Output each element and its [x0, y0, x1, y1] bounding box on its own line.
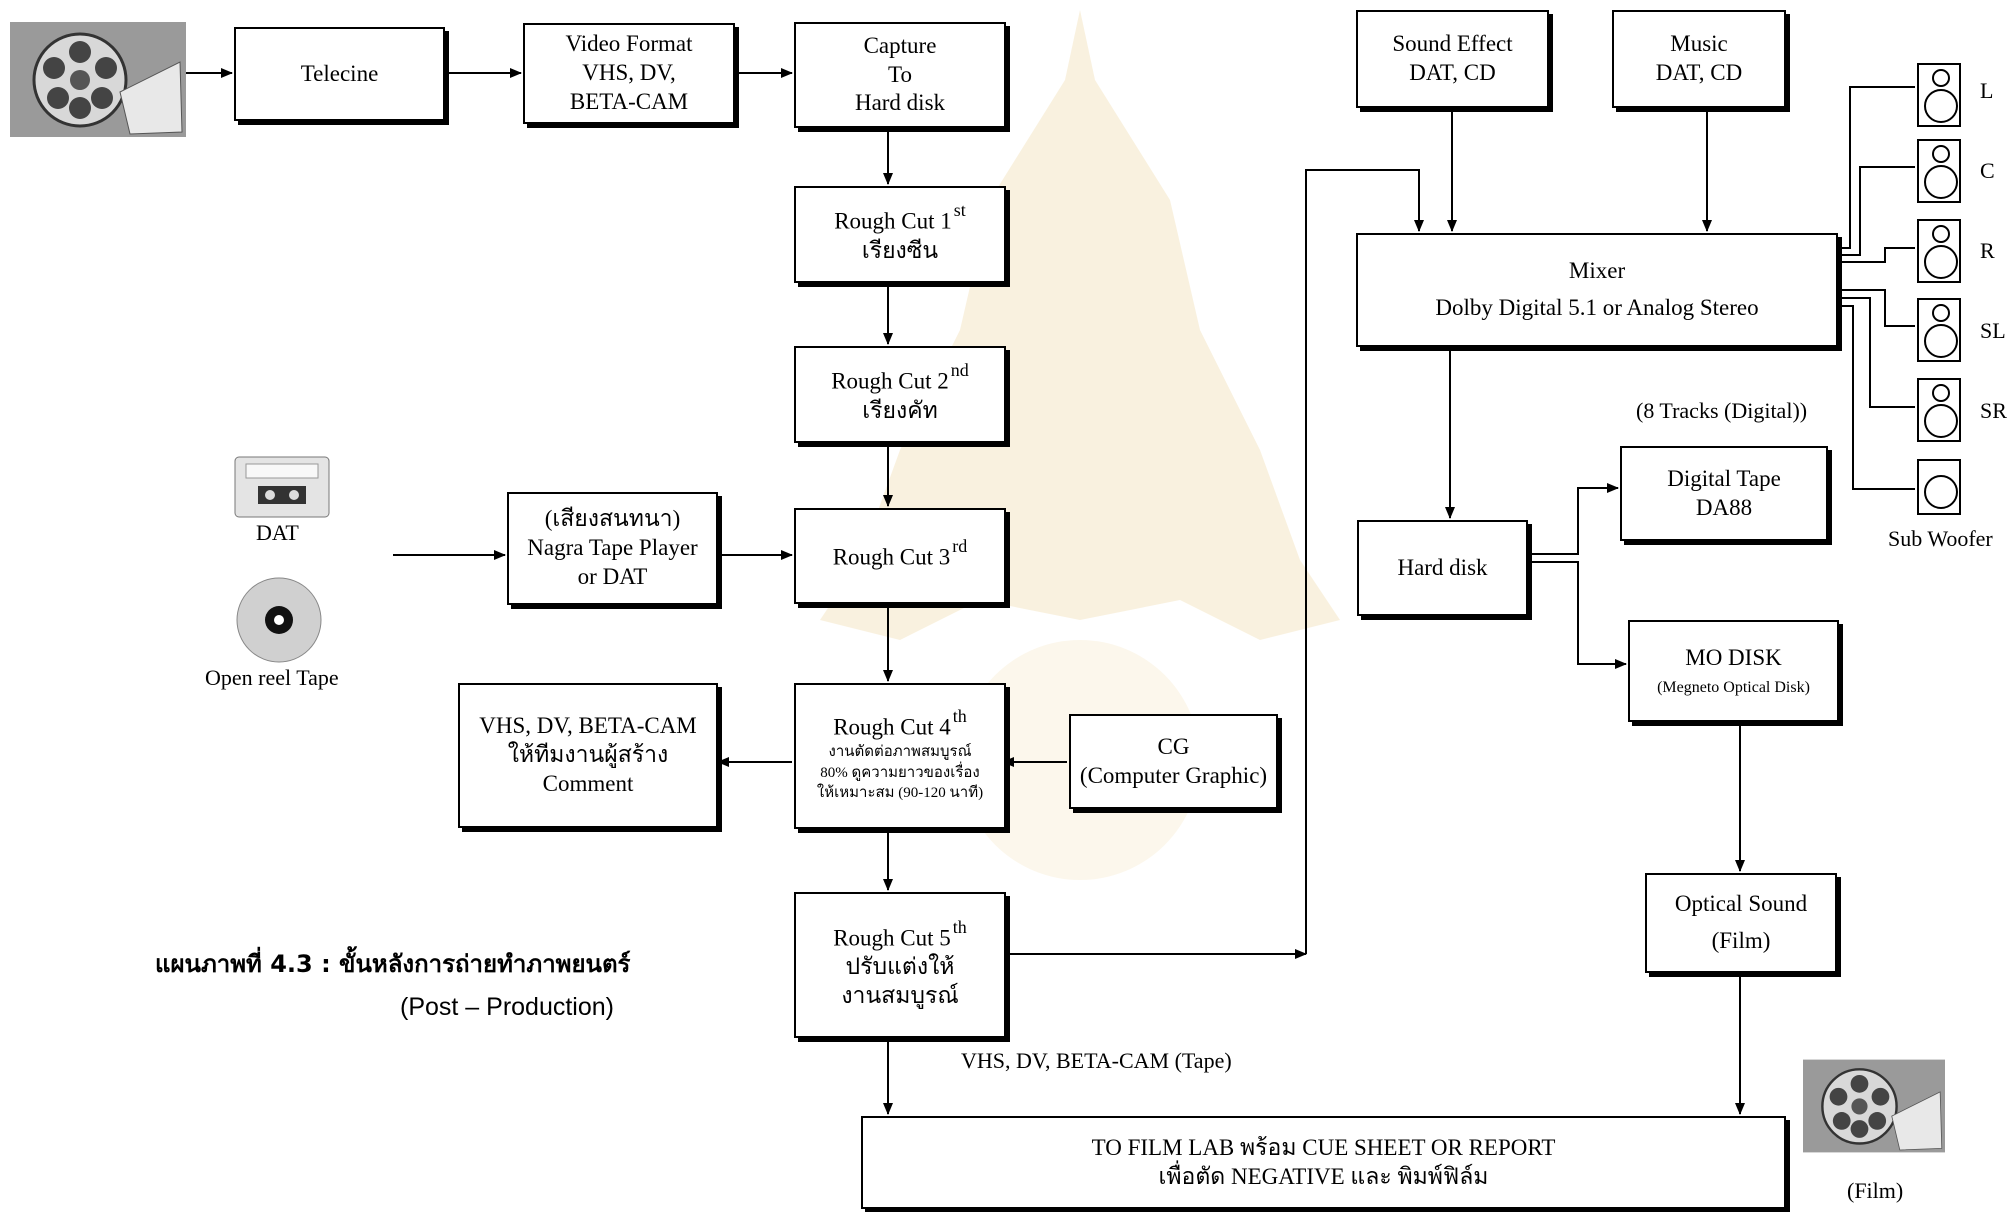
vhs-comment-line: Comment: [542, 770, 634, 796]
film-reel-image: [1803, 1059, 1945, 1153]
mo-disk-box: MO DISK (Megneto Optical Disk): [1628, 620, 1839, 722]
speaker-icon: [1917, 378, 1961, 442]
rough-cut-2-sub: เรียงคัท: [862, 397, 938, 423]
music-box: Music DAT, CD: [1612, 10, 1786, 108]
capture-box: Capture To Hard disk: [794, 22, 1006, 128]
figure-subcaption: (Post – Production): [400, 993, 614, 1021]
optical-sound-line: (Film): [1711, 928, 1771, 953]
vhs-comment-box: VHS, DV, BETA-CAM ให้ทีมงานผู้สร้าง Comm…: [458, 683, 718, 828]
optical-sound-line: Optical Sound: [1674, 891, 1808, 917]
sub-woofer-icon: [1917, 459, 1961, 515]
figure-caption: แผนภาพที่ 4.3 : ขั้นหลังการถ่ายทำภาพยนตร…: [155, 950, 631, 978]
nagra-line: Nagra Tape Player: [527, 535, 698, 561]
sound-effect-line: DAT, CD: [1409, 60, 1496, 85]
speaker-icon: [1917, 298, 1961, 362]
mo-disk-line: MO DISK: [1685, 644, 1782, 670]
ordinal-suffix: nd: [950, 360, 969, 381]
cg-box: CG (Computer Graphic): [1069, 714, 1278, 809]
telecine-box: Telecine: [234, 27, 445, 121]
nagra-line: or DAT: [577, 563, 648, 589]
cg-line: (Computer Graphic): [1079, 762, 1268, 788]
vhs-comment-line: VHS, DV, BETA-CAM: [479, 713, 697, 739]
dat-label: DAT: [256, 520, 299, 545]
capture-line: To: [888, 61, 912, 87]
hard-disk-label: Hard disk: [1397, 554, 1488, 580]
capture-line: Capture: [863, 32, 937, 58]
digital-tape-box: Digital Tape DA88: [1620, 446, 1828, 541]
nagra-box: (เสียงสนทนา) Nagra Tape Player or DAT: [507, 492, 718, 605]
sub-woofer-label: Sub Woofer: [1888, 526, 1993, 551]
ordinal-suffix: st: [953, 200, 966, 221]
video-format-line: Video Format: [565, 31, 693, 57]
ordinal-suffix: rd: [952, 536, 968, 557]
film-label: (Film): [1847, 1178, 1904, 1203]
speaker-label: C: [1980, 158, 1995, 183]
mixer-line: Mixer: [1568, 258, 1626, 284]
music-line: DAT, CD: [1655, 60, 1743, 85]
speaker-label: SL: [1980, 318, 2006, 343]
optical-sound-box: Optical Sound (Film): [1645, 873, 1837, 973]
cd-image: [236, 577, 322, 663]
mo-disk-line: (Megneto Optical Disk): [1657, 679, 1810, 697]
telecine-label: Telecine: [300, 60, 379, 86]
music-line: Music: [1670, 31, 1728, 57]
rough-cut-4-line: ให้เหมาะสม (90-120 นาที): [816, 784, 984, 801]
vhs-comment-line: ให้ทีมงานผู้สร้าง: [507, 742, 669, 768]
rough-cut-4-line: งานตัดต่อภาพสมบูรณ์: [828, 744, 972, 761]
speaker-icon: [1917, 139, 1961, 203]
film-reel-image: [10, 22, 186, 137]
rough-cut-5-line: ปรับแต่งให้: [845, 953, 955, 979]
digital-tape-line: Digital Tape: [1667, 465, 1781, 491]
sound-effect-line: Sound Effect: [1392, 31, 1513, 57]
nagra-line: (เสียงสนทนา): [544, 506, 681, 532]
speaker-label: R: [1980, 238, 1995, 263]
rough-cut-1-sub: เรียงซีน: [861, 237, 939, 263]
video-format-line: BETA-CAM: [569, 88, 689, 114]
film-lab-box: TO FILM LAB พร้อม CUE SHEET OR REPORT เพ…: [861, 1116, 1786, 1209]
rough-cut-4-line: 80% ดูความยาวของเรื่อง: [820, 764, 980, 781]
rough-cut-5-line: งานสมบูรณ์: [841, 982, 959, 1008]
ordinal-suffix: th: [952, 916, 967, 937]
dat-cassette-image: [234, 456, 330, 518]
video-format-line: VHS, DV,: [582, 60, 676, 86]
mixer-line: Dolby Digital 5.1 or Analog Stereo: [1435, 295, 1759, 320]
mixer-box: Mixer Dolby Digital 5.1 or Analog Stereo: [1356, 233, 1838, 347]
sound-effect-box: Sound Effect DAT, CD: [1356, 10, 1549, 108]
open-reel-label: Open reel Tape: [205, 665, 339, 690]
speaker-label: L: [1980, 78, 1994, 103]
tracks-label: (8 Tracks (Digital)): [1636, 398, 1808, 423]
video-format-box: Video Format VHS, DV, BETA-CAM: [523, 23, 735, 124]
speaker-label: SR: [1980, 398, 2007, 423]
capture-line: Hard disk: [854, 90, 946, 116]
speaker-icon: [1917, 63, 1961, 127]
tape-edge-label: VHS, DV, BETA-CAM (Tape): [961, 1048, 1232, 1073]
ordinal-suffix: th: [952, 705, 967, 726]
film-lab-line: เพื่อตัด NEGATIVE และ พิมพ์ฟิล์ม: [1158, 1163, 1489, 1189]
digital-tape-line: DA88: [1695, 494, 1753, 520]
hard-disk-box: Hard disk: [1357, 520, 1528, 616]
cg-line: CG: [1157, 733, 1190, 759]
film-lab-line: TO FILM LAB พร้อม CUE SHEET OR REPORT: [1091, 1134, 1556, 1160]
speaker-icon: [1917, 219, 1961, 283]
